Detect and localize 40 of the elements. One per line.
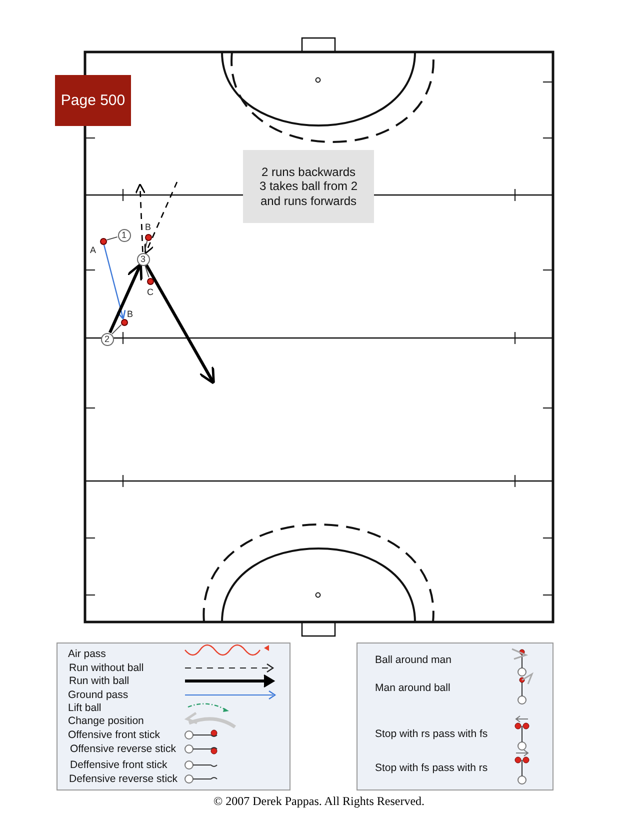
arrow [108,262,143,334]
legend-text: Ball around man [375,654,452,666]
arrow [103,244,126,320]
copyright-text: © 2007 Derek Pappas. All Rights Reserved. [212,794,426,809]
player-circle [136,252,150,266]
legend-text: Stop with rs pass with fs [375,728,488,740]
legend-text: Man around ball [375,682,450,694]
legend-text: Run without ball [69,662,144,674]
legend-text: Stop with fs pass with rs [375,762,488,774]
page-badge: Page 500 [55,75,131,126]
note-text: 1 [121,230,126,240]
legend-text: Defensive reverse stick [69,773,178,785]
legend-text: Offensive front stick [68,729,160,741]
arrow [144,182,178,254]
ball-dot [120,318,128,326]
player-letter: A [90,245,96,255]
note-text: 2 [104,334,110,344]
legend-text: Lift ball [68,702,102,714]
stick-line [106,236,118,240]
stick-line [144,265,150,278]
ball-dot [100,238,106,244]
note-box: 2 runs backwards 3 takes ball from 2 and runs forwards [243,150,374,223]
legend-text: Offensive reverse stick [70,743,176,755]
legend-text: Deffensive front stick [70,759,168,771]
player-letter: C [147,287,154,297]
ball-dot [144,234,152,240]
player-letter: B [145,222,152,232]
player-circle [100,332,114,346]
legend-text: Air pass [68,648,106,660]
player-letter: B [127,309,134,319]
legend-text: Ground pass [68,689,128,701]
ball-dot [146,278,154,284]
note-text: 3 [140,254,146,264]
legend-text: Run with ball [69,675,130,687]
player-circle [118,228,130,242]
arrow [145,264,215,384]
legend-text: Change position [68,715,144,727]
stick-line [144,240,148,253]
stick-line [112,324,122,334]
arrow [135,183,146,252]
